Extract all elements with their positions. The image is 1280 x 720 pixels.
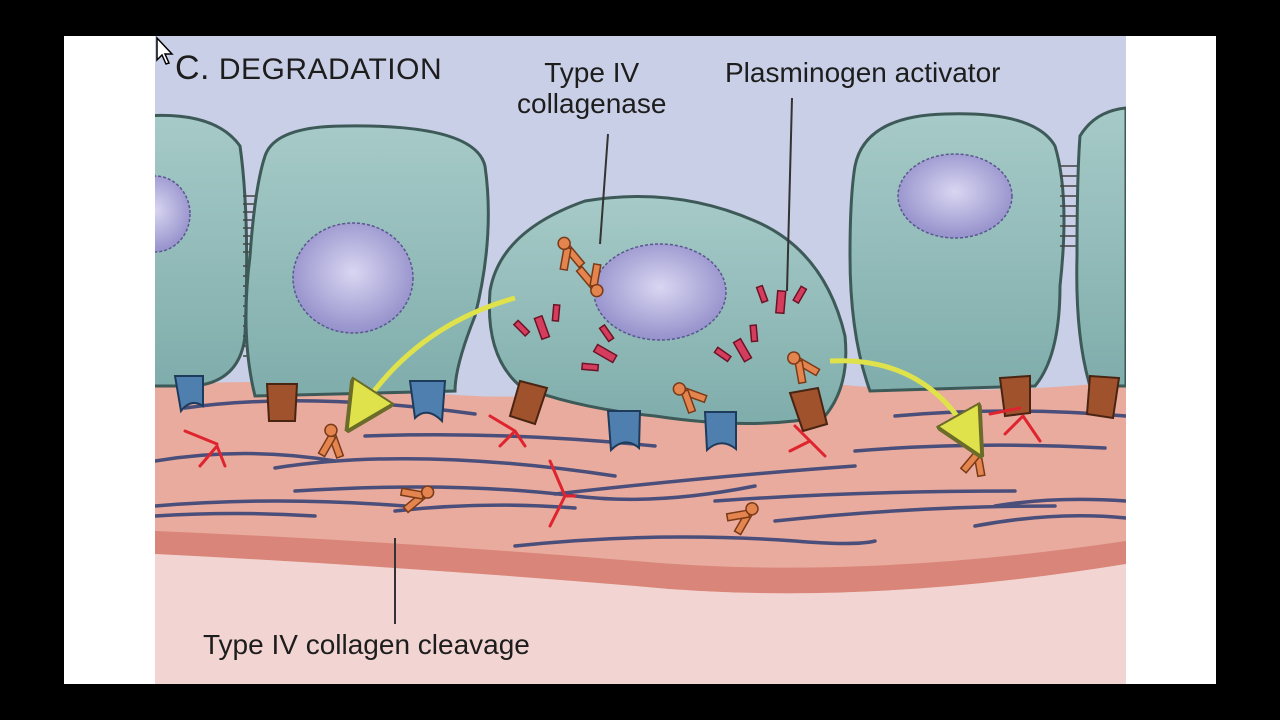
activator-molecules [512, 284, 808, 372]
nucleus-invading [593, 243, 727, 341]
cleaved-collagen [183, 406, 1042, 528]
arrow-left [360, 295, 516, 411]
leader-collagenase [599, 133, 609, 245]
degradation-diagram: C. DEGRADATION Type IV collagenase Plasm… [155, 36, 1126, 684]
arrow-right [829, 358, 970, 436]
basement-membrane-band [155, 531, 1126, 594]
cell-right-partial [1075, 106, 1126, 388]
receptors-blue [173, 375, 737, 453]
label-collagenase-line1: Type IV [544, 57, 640, 88]
nucleus-right [897, 153, 1013, 239]
label-type-iv-collagenase: Type IV collagenase [517, 57, 667, 120]
diagram-canvas [155, 97, 1126, 684]
label-plasminogen-activator: Plasminogen activator [725, 57, 1001, 88]
lower-tissue [155, 554, 1126, 684]
cell-left-partial [155, 113, 249, 388]
nucleus-second [292, 222, 414, 334]
receptors-brown [265, 374, 1121, 433]
panel-title: C. DEGRADATION [175, 49, 443, 87]
label-collagen-cleavage: Type IV collagen cleavage [203, 629, 530, 660]
mouse-cursor-icon [156, 36, 174, 65]
nucleus-left-partial [155, 175, 191, 253]
panel-title-text: DEGRADATION [218, 53, 443, 86]
panel-letter: C. [175, 49, 210, 87]
leader-activator [786, 97, 793, 292]
label-collagenase-line2: collagenase [517, 87, 667, 119]
